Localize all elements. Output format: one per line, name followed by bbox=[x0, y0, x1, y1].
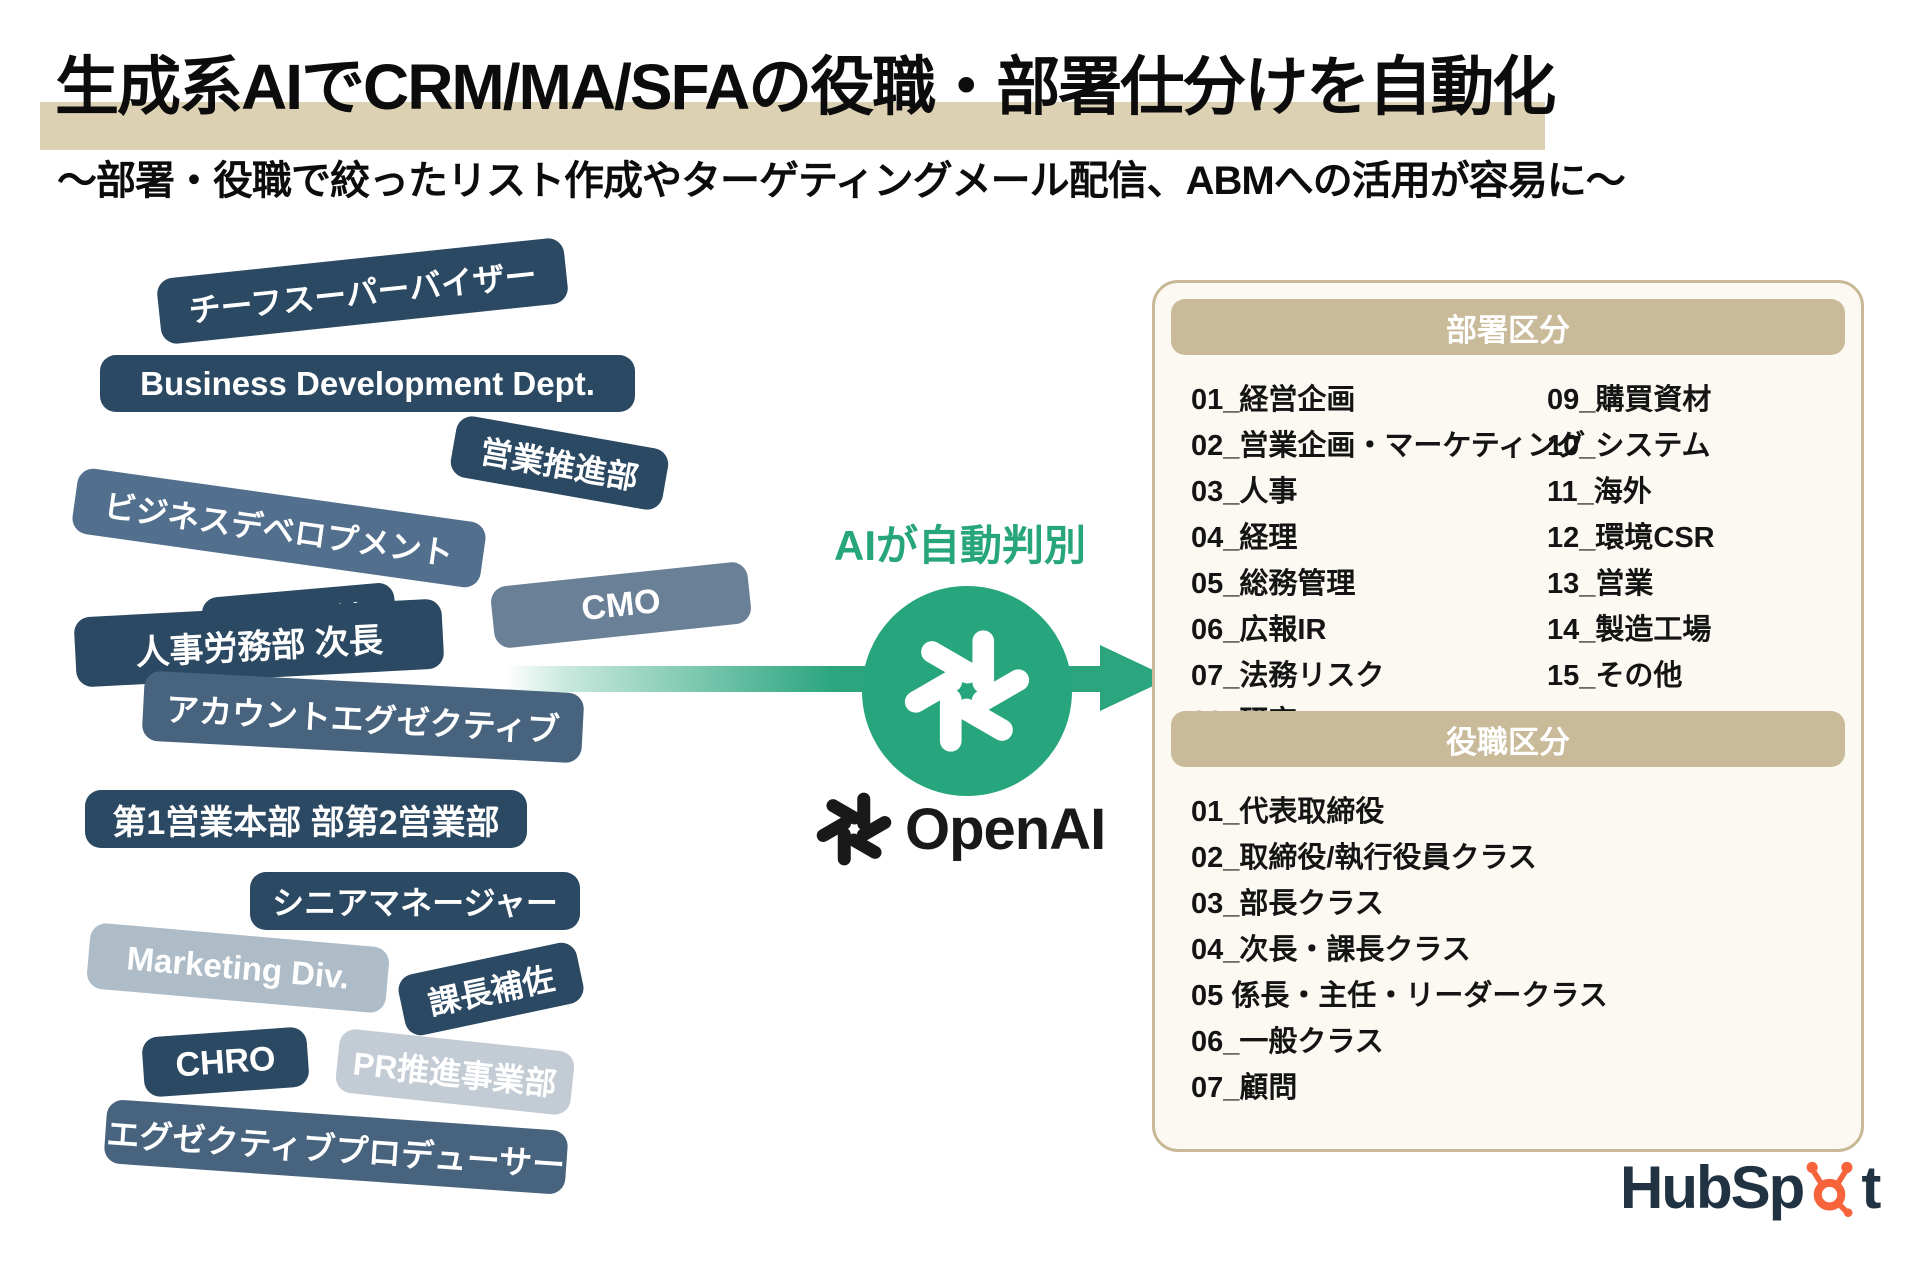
role-item: 03_部長クラス bbox=[1191, 888, 1384, 920]
openai-badge bbox=[862, 586, 1072, 796]
job-tag-label: Business Development Dept. bbox=[140, 364, 595, 402]
department-item: 03_人事 bbox=[1191, 476, 1298, 508]
role-item: 01_代表取締役 bbox=[1191, 796, 1385, 828]
role-item: 07_顧問 bbox=[1191, 1072, 1298, 1104]
job-tag: 営業推進部 bbox=[448, 413, 671, 513]
job-tag-label: CMO bbox=[579, 581, 663, 628]
hubspot-text-left: HubSp bbox=[1620, 1154, 1805, 1221]
classification-panel: 部署区分 01_経営企画 02_営業企画・マーケティング 03_人事 04_経理… bbox=[1152, 280, 1864, 1152]
job-tag: ビジネスデベロプメント bbox=[70, 466, 488, 590]
job-tag: CMO bbox=[489, 560, 753, 650]
openai-logo-icon bbox=[904, 630, 1030, 752]
department-item: 15_その他 bbox=[1547, 660, 1683, 692]
job-tag-label: ビジネスデベロプメント bbox=[101, 487, 456, 573]
department-item: 07_法務リスク bbox=[1191, 660, 1385, 692]
job-tag: チーフスーパーバイザー bbox=[155, 236, 570, 346]
department-item: 09_購買資材 bbox=[1547, 384, 1712, 416]
role-item: 06_一般クラス bbox=[1191, 1026, 1384, 1058]
job-tag-label: シニアマネージャー bbox=[272, 885, 558, 921]
job-tag-label: 人事労務部 次長 bbox=[134, 621, 384, 672]
page-title: 生成系AIでCRM/MA/SFAの役職・部署仕分けを自動化 bbox=[55, 51, 1556, 123]
job-tag-label: 営業推進部 bbox=[477, 433, 642, 497]
job-tag: CHRO bbox=[141, 1026, 310, 1098]
hubspot-sprocket-icon bbox=[1806, 1161, 1853, 1217]
job-tag-label: 課長補佐 bbox=[425, 960, 558, 1022]
job-tag: 課長補佐 bbox=[395, 939, 587, 1039]
job-tag: 人事労務部 次長 bbox=[73, 598, 445, 688]
department-item: 06_広報IR bbox=[1191, 614, 1327, 646]
department-item: 14_製造工場 bbox=[1547, 614, 1712, 646]
job-tag-label: CHRO bbox=[174, 1039, 277, 1084]
department-item: 02_営業企画・マーケティング bbox=[1191, 430, 1586, 462]
department-item: 05_総務管理 bbox=[1191, 568, 1356, 600]
ai-auto-detect-label: AIが自動判別 bbox=[833, 522, 1086, 569]
openai-wordmark: OpenAI bbox=[815, 790, 1106, 868]
department-item: 01_経営企画 bbox=[1191, 384, 1356, 416]
openai-brand-text: OpenAI bbox=[905, 796, 1106, 862]
job-tag: Marketing Div. bbox=[85, 922, 391, 1014]
job-tag-label: Marketing Div. bbox=[125, 939, 351, 996]
role-section-header: 役職区分 bbox=[1171, 711, 1845, 767]
department-item: 04_経理 bbox=[1191, 522, 1298, 554]
job-tag-label: アカウントエグゼクティブ bbox=[165, 690, 561, 749]
role-item: 05 係長・主任・リーダークラス bbox=[1191, 980, 1608, 1012]
openai-logo-icon bbox=[816, 792, 892, 866]
role-item: 04_次長・課長クラス bbox=[1191, 934, 1471, 966]
job-tag: 第1営業本部 部第2営業部 bbox=[85, 790, 527, 848]
job-tag: シニアマネージャー bbox=[250, 872, 580, 930]
hubspot-logo: HubSp t bbox=[1620, 1152, 1881, 1221]
job-tag: Business Development Dept. bbox=[100, 355, 635, 412]
job-tag-label: エグゼクティブプロデューサー bbox=[105, 1115, 567, 1184]
department-list-left: 01_経営企画 02_営業企画・マーケティング 03_人事 04_経理 05_総… bbox=[1191, 377, 1585, 745]
department-item: 11_海外 bbox=[1547, 476, 1652, 508]
job-tag: PR推進事業部 bbox=[334, 1027, 576, 1117]
job-tag-label: 第1営業本部 部第2営業部 bbox=[112, 803, 500, 842]
role-item: 02_取締役/執行役員クラス bbox=[1191, 842, 1537, 874]
department-list-right: 09_購買資材 10_システム 11_海外 12_環境CSR 13_営業 14_… bbox=[1547, 377, 1715, 699]
hubspot-text-right: t bbox=[1861, 1154, 1881, 1221]
job-tag: エグゼクティブプロデューサー bbox=[103, 1098, 569, 1196]
department-item: 12_環境CSR bbox=[1547, 522, 1715, 554]
job-tag-label: PR推進事業部 bbox=[351, 1045, 559, 1103]
title-highlight-bar bbox=[40, 102, 1545, 150]
department-item: 13_営業 bbox=[1547, 568, 1654, 600]
job-tag-label: チーフスーパーバイザー bbox=[187, 256, 539, 330]
department-section-header: 部署区分 bbox=[1171, 299, 1845, 355]
department-item: 10_システム bbox=[1547, 430, 1711, 462]
role-list: 01_代表取締役 02_取締役/執行役員クラス 03_部長クラス 04_次長・課… bbox=[1191, 789, 1608, 1111]
page-subtitle: ～部署・役職で絞ったリスト作成やターゲティングメール配信、ABMへの活用が容易に… bbox=[57, 159, 1626, 203]
